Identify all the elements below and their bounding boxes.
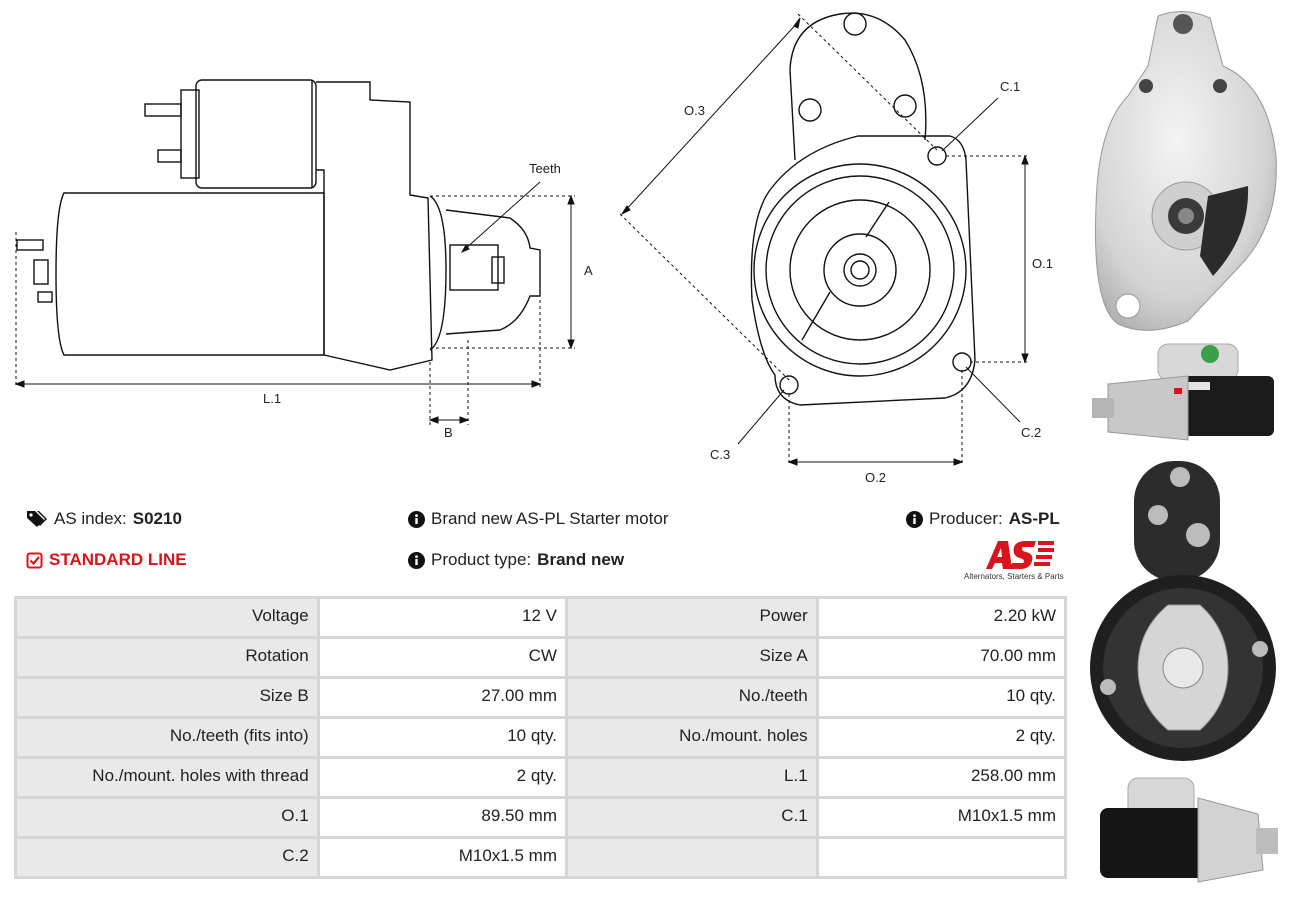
product-photo-side-2[interactable] xyxy=(1088,770,1283,890)
dimension-o3-label: O.3 xyxy=(684,103,705,118)
logo-tagline: Alternators, Starters & Parts xyxy=(964,572,1064,581)
spec-value: 2 qty. xyxy=(319,759,565,796)
tags-icon xyxy=(27,511,47,527)
product-photo-side[interactable] xyxy=(1088,336,1283,448)
hole-c2-label: C.2 xyxy=(1021,425,1041,440)
table-row: No./teeth (fits into)10 qty.No./mount. h… xyxy=(17,719,1064,756)
description-row: Brand new AS-PL Starter motor xyxy=(408,509,668,529)
spec-value: 10 qty. xyxy=(818,679,1064,716)
spec-value: CW xyxy=(319,639,565,676)
dimension-o1-label: O.1 xyxy=(1032,256,1053,271)
spec-label: C.2 xyxy=(17,839,317,876)
product-photo-rear[interactable] xyxy=(1088,455,1283,765)
product-line-text: STANDARD LINE xyxy=(49,550,187,569)
spec-label: Rotation xyxy=(17,639,317,676)
info-icon xyxy=(906,510,923,528)
dimension-l1-label: L.1 xyxy=(263,391,281,406)
front-view-drawing: O.3 O.1 O.2 C.1 C.2 C.3 xyxy=(619,12,1053,485)
spec-value: 89.50 mm xyxy=(319,799,565,836)
product-photo-front[interactable] xyxy=(1088,6,1283,338)
brand-logo: Alternators, Starters & Parts xyxy=(964,539,1068,583)
as-index-row: AS index: S0210 xyxy=(26,509,182,529)
spec-label: Size B xyxy=(17,679,317,716)
product-type-row: Product type: Brand new xyxy=(408,550,624,570)
spec-value: 2.20 kW xyxy=(818,599,1064,636)
side-view-drawing: Teeth A B L.1 xyxy=(14,79,593,440)
product-type-label: Product type: xyxy=(431,550,532,569)
as-index-value: S0210 xyxy=(132,509,182,528)
spec-value: 70.00 mm xyxy=(818,639,1064,676)
spec-label xyxy=(567,839,816,876)
info-icon xyxy=(408,510,425,528)
spec-value: 27.00 mm xyxy=(319,679,565,716)
spec-value: M10x1.5 mm xyxy=(319,839,565,876)
spec-value: 10 qty. xyxy=(319,719,565,756)
spec-value: 2 qty. xyxy=(818,719,1064,756)
spec-label: No./mount. holes xyxy=(567,719,816,756)
spec-value xyxy=(818,839,1064,876)
product-type-value: Brand new xyxy=(537,550,625,569)
spec-label: C.1 xyxy=(567,799,816,836)
producer-value: AS-PL xyxy=(1008,509,1060,528)
spec-label: No./teeth (fits into) xyxy=(17,719,317,756)
hole-c1-label: C.1 xyxy=(1000,79,1020,94)
spec-label: Size A xyxy=(567,639,816,676)
spec-label: No./mount. holes with thread xyxy=(17,759,317,796)
product-line-row: STANDARD LINE xyxy=(26,550,187,570)
producer-row: Producer: AS-PL xyxy=(906,509,1060,529)
dimension-b-label: B xyxy=(444,425,453,440)
dimension-o2-label: O.2 xyxy=(865,470,886,485)
spec-label: Voltage xyxy=(17,599,317,636)
producer-label: Producer: xyxy=(929,509,1003,528)
hole-c3-label: C.3 xyxy=(710,447,730,462)
as-index-label: AS index: xyxy=(54,509,127,528)
spec-value: 258.00 mm xyxy=(818,759,1064,796)
info-icon xyxy=(408,551,425,569)
spec-value: M10x1.5 mm xyxy=(818,799,1064,836)
as-logo-icon xyxy=(986,541,1054,569)
spec-label: Power xyxy=(567,599,816,636)
description-text: Brand new AS-PL Starter motor xyxy=(431,509,669,528)
spec-label: O.1 xyxy=(17,799,317,836)
check-square-icon xyxy=(26,552,43,568)
dimension-a-label: A xyxy=(584,263,593,278)
spec-label: No./teeth xyxy=(567,679,816,716)
spec-value: 12 V xyxy=(319,599,565,636)
spec-label: L.1 xyxy=(567,759,816,796)
teeth-label: Teeth xyxy=(529,161,561,176)
